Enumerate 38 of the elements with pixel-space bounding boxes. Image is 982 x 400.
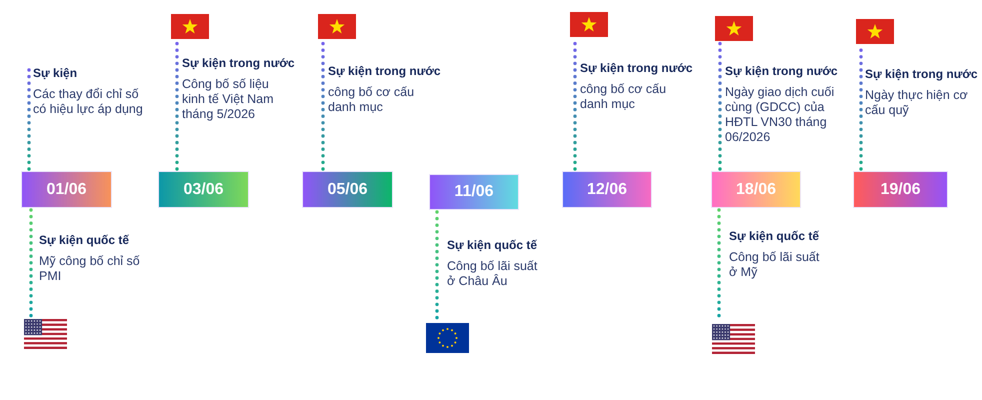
date-badge: 01/06	[21, 171, 112, 208]
event-description: Ngày giao dịch cuối cùng (GDCC) của HĐTL VN30 tháng 06/2026	[725, 85, 836, 145]
date-badge: 12/06	[562, 171, 652, 208]
date-badge: 11/06	[429, 174, 519, 210]
vietnam-flag-icon	[318, 14, 356, 39]
dotted-leader-line	[27, 66, 31, 171]
vietnam-flag-icon	[856, 19, 894, 44]
us-flag-icon	[712, 324, 755, 354]
event-description: Các thay đổi chỉ số có hiệu lực áp dụng	[33, 87, 144, 117]
event-heading: Sự kiện trong nước	[865, 67, 978, 82]
event-description: Công bố số liệu kinh tế Việt Nam tháng 5/2026	[182, 77, 274, 122]
event-heading: Sự kiện	[33, 66, 78, 81]
event-heading: Sự kiện quốc tế	[447, 238, 538, 253]
vietnam-flag-icon	[570, 12, 608, 37]
date-badge: 03/06	[158, 171, 249, 208]
event-description: công bố cơ cấu danh mục	[580, 82, 668, 112]
eu-flag-icon	[426, 323, 469, 353]
event-heading: Sự kiện trong nước	[182, 56, 295, 71]
event-description: Ngày thực hiện cơ cấu quỹ	[865, 88, 969, 118]
event-description: Công bố lãi suất ở Mỹ	[729, 250, 820, 280]
event-heading: Sự kiện trong nước	[725, 64, 838, 79]
event-description: Công bố lãi suất ở Châu Âu	[447, 259, 538, 289]
dotted-leader-line	[175, 39, 179, 171]
us-flag-icon	[24, 319, 67, 349]
dotted-leader-line	[718, 41, 722, 171]
event-description: Mỹ công bố chỉ số PMI	[39, 254, 141, 284]
event-heading: Sự kiện trong nước	[328, 64, 441, 79]
event-heading: Sự kiện quốc tế	[729, 229, 820, 244]
event-heading: Sự kiện quốc tế	[39, 233, 130, 248]
dotted-leader-line	[29, 208, 33, 319]
date-badge: 19/06	[853, 171, 948, 208]
event-description: công bố cơ cấu danh mục	[328, 85, 416, 115]
vietnam-flag-icon	[171, 14, 209, 39]
event-heading: Sự kiện trong nước	[580, 61, 693, 76]
dotted-leader-line	[321, 39, 325, 171]
date-badge: 05/06	[302, 171, 393, 208]
date-badge: 18/06	[711, 171, 801, 208]
vietnam-flag-icon	[715, 16, 753, 41]
